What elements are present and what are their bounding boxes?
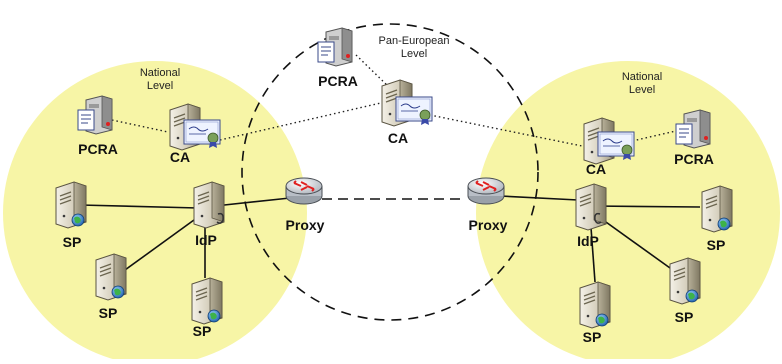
certificate-icon bbox=[395, 96, 433, 126]
level-label-left-line2: Level bbox=[147, 80, 173, 92]
proxy-label-right: Proxy bbox=[469, 217, 508, 233]
sp-server-icon bbox=[670, 258, 700, 304]
router-icon bbox=[285, 177, 323, 205]
sp-label: SP bbox=[583, 329, 602, 345]
idp-connector-icon bbox=[594, 212, 602, 224]
national-region-left bbox=[3, 61, 307, 364]
idp-server-icon bbox=[575, 183, 607, 231]
router-icon bbox=[467, 177, 505, 205]
pan-european-region bbox=[241, 23, 539, 321]
sp-server-icon bbox=[96, 254, 126, 300]
sp-server-icon bbox=[580, 282, 610, 328]
pcra-label-right: PCRA bbox=[674, 151, 714, 167]
sp-server-icon bbox=[192, 278, 222, 324]
level-label-center-line2: Level bbox=[401, 48, 427, 60]
idp-server-icon bbox=[193, 181, 225, 229]
idp-connector-icon bbox=[216, 212, 224, 224]
sp-server-icon bbox=[702, 186, 732, 232]
ca-label-right: CA bbox=[586, 161, 606, 177]
ca-label-left: CA bbox=[170, 149, 190, 165]
sp-label: SP bbox=[63, 234, 82, 250]
sp-label: SP bbox=[707, 237, 726, 253]
idp-label-left: IdP bbox=[195, 232, 217, 248]
level-label-right-line1: National bbox=[622, 71, 662, 83]
certificate-icon bbox=[183, 119, 221, 149]
national-region-right bbox=[476, 61, 780, 364]
pcra-label-center: PCRA bbox=[318, 73, 358, 89]
sp-label: SP bbox=[193, 323, 212, 339]
level-label-center-line1: Pan-European bbox=[379, 35, 450, 47]
pcra-label-left: PCRA bbox=[78, 141, 118, 157]
idp-label-right: IdP bbox=[577, 233, 599, 249]
proxy-label-left: Proxy bbox=[286, 217, 325, 233]
certificate-icon bbox=[597, 131, 635, 161]
trust-links bbox=[111, 54, 681, 147]
ca-label-center: CA bbox=[388, 130, 408, 146]
level-label-left-line1: National bbox=[140, 67, 180, 79]
level-label-right-line2: Level bbox=[629, 84, 655, 96]
sp-label: SP bbox=[675, 309, 694, 325]
sp-label: SP bbox=[99, 305, 118, 321]
pcra-server-icon bbox=[317, 27, 353, 67]
sp-server-icon bbox=[56, 182, 86, 228]
